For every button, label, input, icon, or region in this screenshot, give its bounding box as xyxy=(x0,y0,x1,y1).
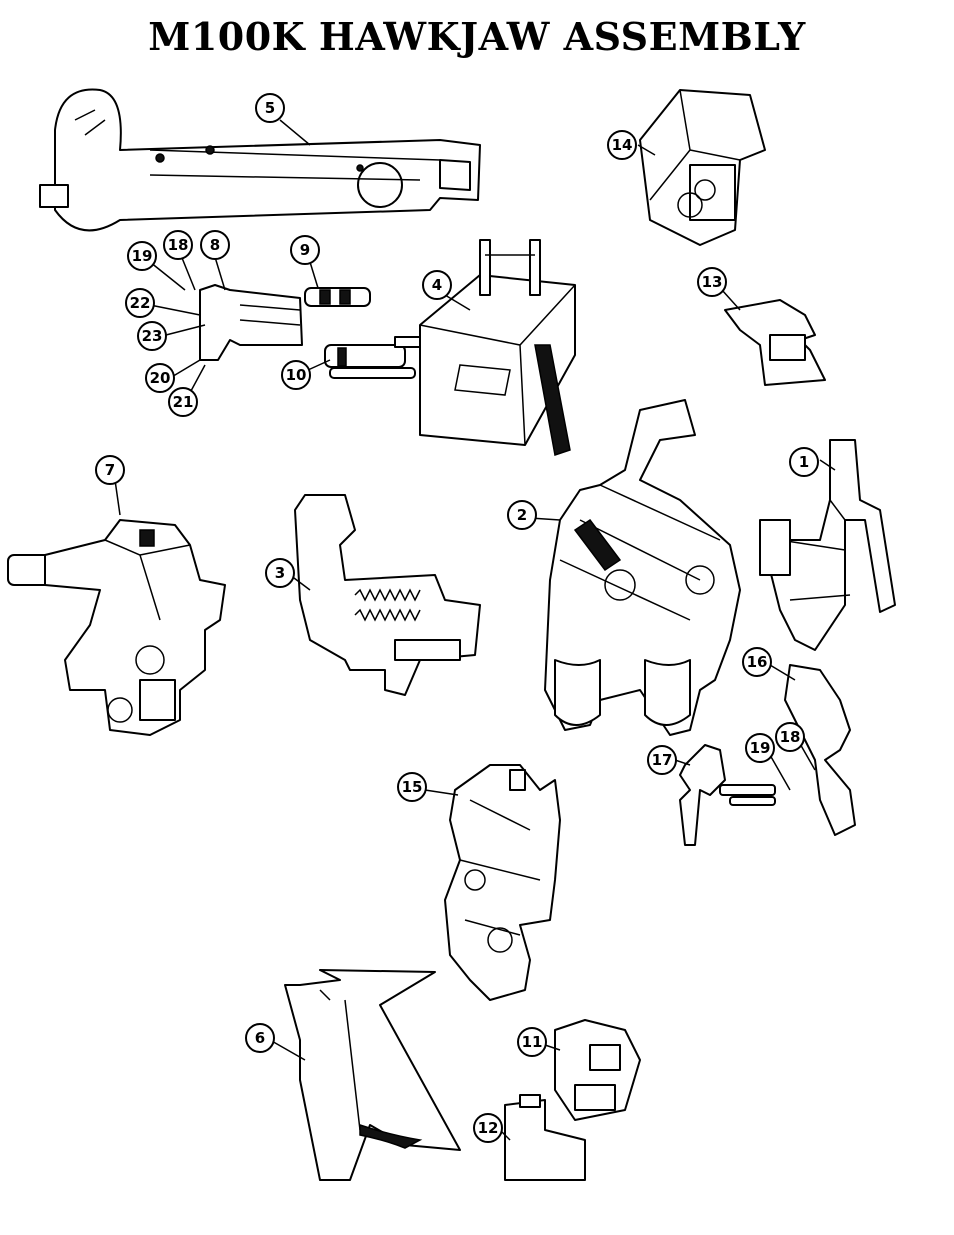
callout-10: 10 xyxy=(281,360,311,390)
svg-text:11: 11 xyxy=(522,1033,543,1051)
svg-text:18: 18 xyxy=(168,236,189,254)
svg-text:18: 18 xyxy=(780,728,801,746)
part-18-rod xyxy=(719,784,776,806)
callout-21: 20 xyxy=(145,363,175,393)
svg-text:23: 23 xyxy=(142,327,163,345)
callout-5: 5 xyxy=(255,93,285,123)
svg-text:5: 5 xyxy=(265,99,275,117)
part-11-block xyxy=(554,1019,641,1121)
callout-7: 7 xyxy=(95,455,125,485)
callout-9: 9 xyxy=(290,235,320,265)
callout-3: 3 xyxy=(265,558,295,588)
callout-13: 13 xyxy=(697,267,727,297)
part-10-actuator xyxy=(324,336,421,379)
part-15-linkage xyxy=(444,764,561,1001)
callout-19b: 19 xyxy=(745,733,775,763)
callout-24: 23 xyxy=(137,321,167,351)
svg-text:10: 10 xyxy=(286,366,307,384)
svg-text:4: 4 xyxy=(432,276,442,294)
part-13-plate xyxy=(724,299,826,386)
svg-text:3: 3 xyxy=(275,564,285,582)
part-8-bracket xyxy=(199,284,303,361)
callout-22: 21 xyxy=(168,387,198,417)
callout-17: 17 xyxy=(647,745,677,775)
callout-15: 15 xyxy=(397,772,427,802)
svg-text:6: 6 xyxy=(255,1029,265,1047)
part-14-housing xyxy=(639,89,766,246)
svg-text:2: 2 xyxy=(517,506,527,524)
callout-20: 19 xyxy=(127,241,157,271)
callout-14: 14 xyxy=(607,130,637,160)
callout-19a: 18 xyxy=(163,230,193,260)
part-1-post-frame xyxy=(759,439,896,651)
callout-11: 11 xyxy=(517,1027,547,1057)
svg-text:13: 13 xyxy=(702,273,723,291)
callout-18: 18 xyxy=(775,722,805,752)
part-5-boom-arm xyxy=(39,88,481,232)
part-9-cylinder xyxy=(304,287,371,307)
svg-text:17: 17 xyxy=(652,751,673,769)
part-6-large-frame xyxy=(284,969,461,1181)
part-3-spring-module xyxy=(294,494,481,696)
svg-text:22: 22 xyxy=(130,294,151,312)
part-17-lever xyxy=(679,744,726,846)
part-2-jaw-frame xyxy=(544,399,741,736)
callout-8: 8 xyxy=(200,230,230,260)
svg-text:20: 20 xyxy=(150,369,171,387)
svg-text:19: 19 xyxy=(750,739,771,757)
part-12-cover xyxy=(504,1094,586,1181)
callout-16: 16 xyxy=(742,647,772,677)
svg-text:16: 16 xyxy=(747,653,768,671)
callout-12: 12 xyxy=(473,1113,503,1143)
callout-4: 4 xyxy=(422,270,452,300)
part-4-spring-box xyxy=(419,239,576,456)
callout-6: 6 xyxy=(245,1023,275,1053)
svg-text:8: 8 xyxy=(210,236,220,254)
svg-text:15: 15 xyxy=(402,778,423,796)
svg-text:7: 7 xyxy=(105,461,115,479)
diagram-title: M100K HAWKJAW ASSEMBLY xyxy=(148,14,806,59)
svg-text:9: 9 xyxy=(300,241,310,259)
part-7-motor-assembly xyxy=(7,519,226,736)
svg-text:19: 19 xyxy=(132,247,153,265)
svg-text:1: 1 xyxy=(799,453,809,471)
svg-text:14: 14 xyxy=(612,136,633,154)
callout-1: 1 xyxy=(789,447,819,477)
callout-2: 2 xyxy=(507,500,537,530)
svg-text:12: 12 xyxy=(478,1119,499,1137)
svg-text:21: 21 xyxy=(173,393,194,411)
callout-23: 22 xyxy=(125,288,155,318)
